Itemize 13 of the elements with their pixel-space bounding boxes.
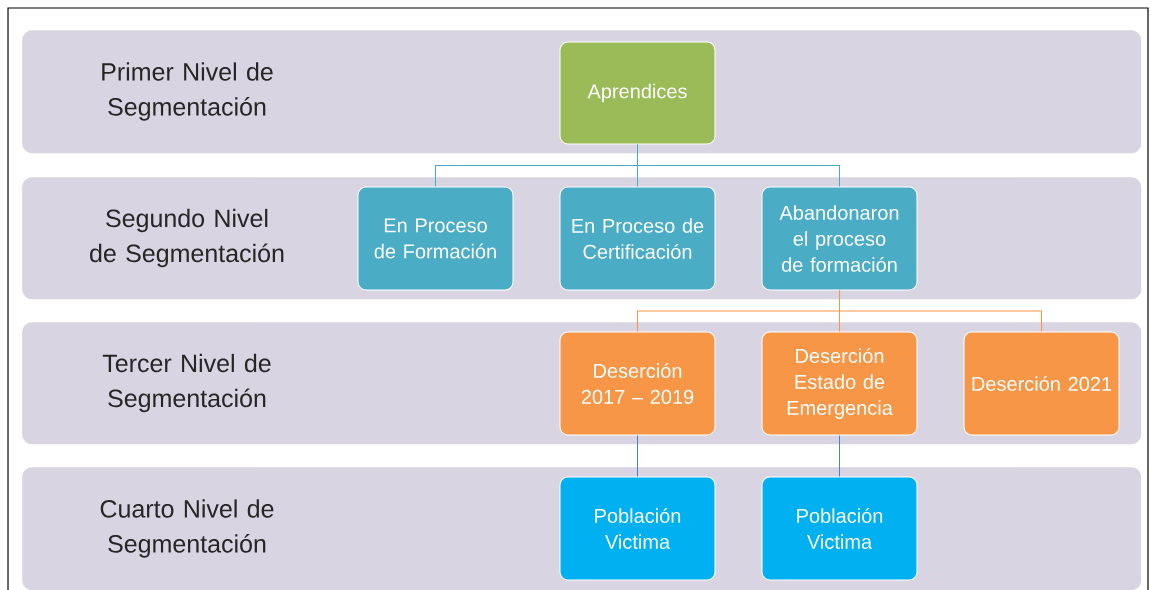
level-box: En Proceso de Formación <box>357 186 514 291</box>
level-box: Población Victima <box>761 476 918 581</box>
connector-line <box>839 290 1042 332</box>
connector-line <box>637 144 840 187</box>
connector-line <box>839 435 840 477</box>
level-box: Abandonaron el proceso de formación <box>761 186 918 291</box>
level-box: Aprendices <box>559 41 716 145</box>
level-box: Deserción 2021 <box>963 331 1120 436</box>
level-box: Deserción Estado de Emergencia <box>761 331 918 436</box>
level-box: En Proceso de Certificación <box>559 186 716 291</box>
level-box: Población Victima <box>559 476 716 581</box>
level-box: Deserción 2017 – 2019 <box>559 331 716 436</box>
connector-line <box>637 435 638 477</box>
